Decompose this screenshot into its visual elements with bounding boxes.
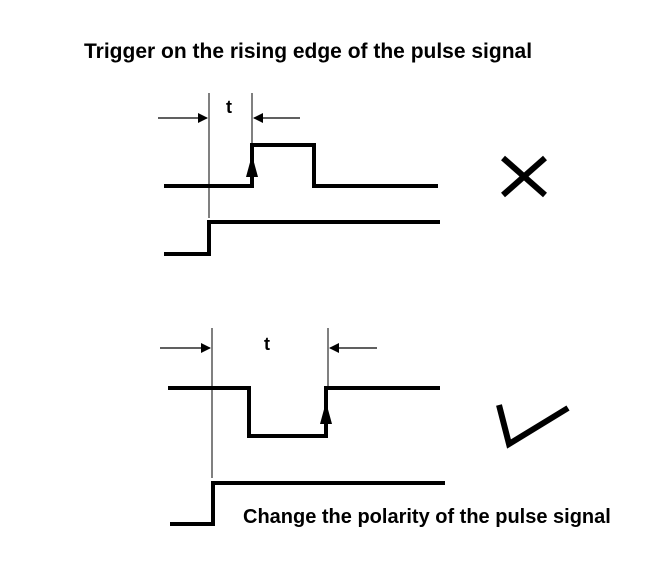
top-interval-label: t: [226, 97, 232, 117]
top-step-waveform: [164, 220, 440, 256]
bottom-interval-label: t: [264, 334, 270, 354]
cross-icon: [501, 155, 547, 198]
top-pulse-waveform: [164, 143, 438, 188]
diagram-caption: Change the polarity of the pulse signal: [243, 506, 611, 528]
checkmark-icon: [496, 404, 570, 449]
diagram-title: Trigger on the rising edge of the pulse …: [84, 40, 533, 63]
bottom-panel: t: [160, 328, 570, 526]
bottom-interval-dimension: t: [160, 328, 377, 478]
top-panel: t: [158, 93, 547, 256]
bottom-rising-edge-arrow: [320, 402, 332, 424]
top-interval-dimension: t: [158, 93, 300, 218]
bottom-step-waveform: [170, 481, 445, 526]
top-rising-edge-arrow: [246, 155, 258, 177]
bottom-pulse-waveform: [168, 386, 440, 438]
